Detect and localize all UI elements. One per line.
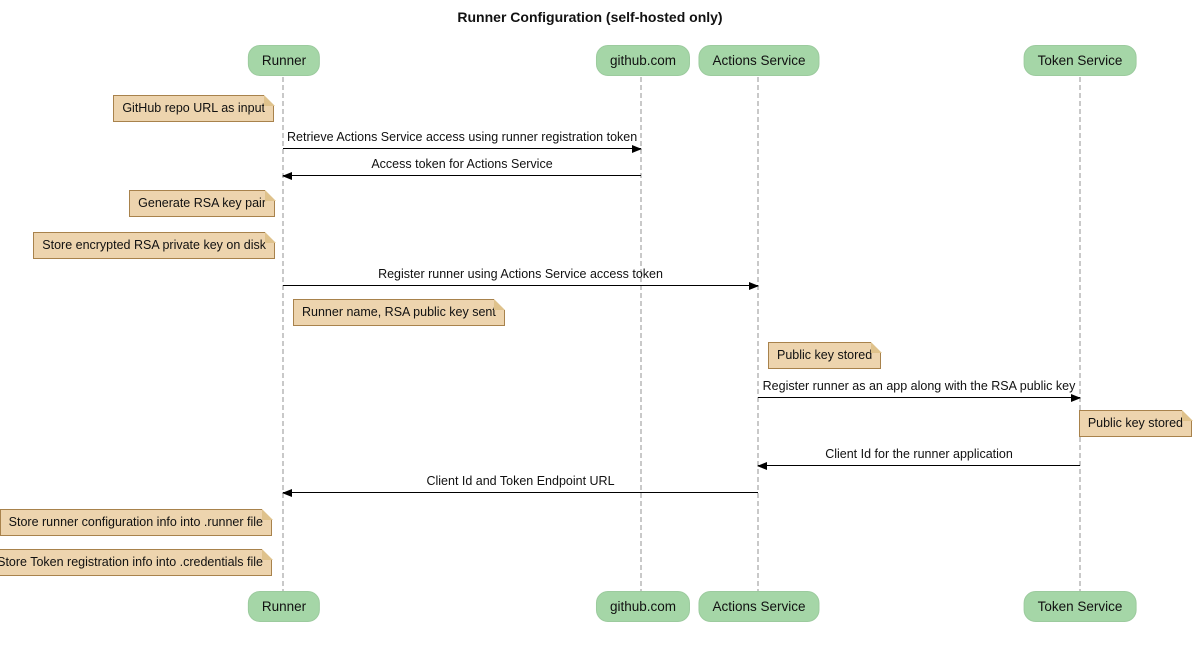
participant-label: github.com — [609, 599, 677, 614]
participant-bottom-token-service: Token Service — [1023, 591, 1137, 622]
message-access-token-for-actions-service: Access token for Actions Service — [282, 157, 641, 180]
note-github-repo-url-input: GitHub repo URL as input — [113, 94, 275, 122]
participant-top-github: github.com — [595, 45, 691, 76]
lifeline-actions-service — [757, 77, 759, 591]
note-store-encrypted-rsa-key: Store encrypted RSA private key on disk — [33, 231, 276, 259]
participant-label: Token Service — [1037, 53, 1123, 68]
message-client-id-for-runner-app: Client Id for the runner application — [757, 447, 1080, 470]
note-public-key-stored-token: Public key stored — [1078, 409, 1193, 437]
message-label: Retrieve Actions Service access using ru… — [287, 130, 638, 144]
note-text: Runner name, RSA public key sent — [302, 305, 496, 319]
note-runner-name-public-key-sent: Runner name, RSA public key sent — [293, 298, 506, 326]
participant-top-runner: Runner — [247, 45, 321, 76]
message-register-runner-as-app: Register runner as an app along with the… — [758, 379, 1081, 402]
note-text: Store runner configuration info into .ru… — [8, 515, 263, 529]
participant-bottom-github: github.com — [595, 591, 691, 622]
note-public-key-stored-actions: Public key stored — [768, 341, 882, 369]
participant-label: Runner — [261, 53, 307, 68]
message-retrieve-actions-service-access: Retrieve Actions Service access using ru… — [283, 130, 642, 153]
note-text: GitHub repo URL as input — [122, 101, 265, 115]
message-label: Client Id for the runner application — [825, 447, 1013, 461]
note-store-runner-config: Store runner configuration info into .ru… — [0, 508, 273, 536]
participant-label: Token Service — [1037, 599, 1123, 614]
note-store-token-registration: Store Token registration info into .cred… — [0, 548, 273, 576]
message-client-id-and-token-endpoint: Client Id and Token Endpoint URL — [282, 474, 758, 497]
note-text: Store Token registration info into .cred… — [0, 555, 263, 569]
participant-label: Actions Service — [712, 53, 806, 68]
note-text: Public key stored — [777, 348, 873, 362]
message-label: Access token for Actions Service — [371, 157, 553, 171]
participant-bottom-actions-service: Actions Service — [698, 591, 820, 622]
participant-bottom-runner: Runner — [247, 591, 321, 622]
lifeline-runner — [282, 77, 284, 591]
note-text: Public key stored — [1087, 416, 1183, 430]
participant-label: Actions Service — [712, 599, 806, 614]
note-text: Generate RSA key pair — [138, 196, 266, 210]
message-register-runner: Register runner using Actions Service ac… — [283, 267, 759, 290]
participant-label: Runner — [261, 599, 307, 614]
lifeline-github — [640, 77, 642, 591]
note-text: Store encrypted RSA private key on disk — [42, 238, 266, 252]
message-label: Client Id and Token Endpoint URL — [426, 474, 615, 488]
participant-top-actions-service: Actions Service — [698, 45, 820, 76]
participant-label: github.com — [609, 53, 677, 68]
lifeline-token-service — [1079, 77, 1081, 591]
message-label: Register runner using Actions Service ac… — [378, 267, 663, 281]
participant-top-token-service: Token Service — [1023, 45, 1137, 76]
diagram-title: Runner Configuration (self-hosted only) — [457, 9, 723, 25]
message-label: Register runner as an app along with the… — [762, 379, 1076, 393]
note-generate-rsa-key-pair: Generate RSA key pair — [129, 189, 276, 217]
